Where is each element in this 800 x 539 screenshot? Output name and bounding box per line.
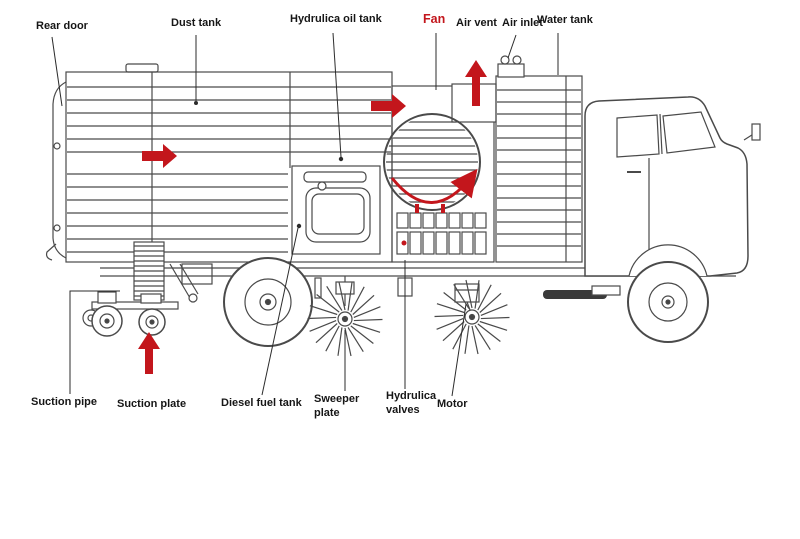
rear-door: [45, 81, 67, 261]
sweeper-brush-left: [307, 281, 383, 357]
label-diesel-fuel-tank: Diesel fuel tank: [221, 397, 302, 409]
fan-circle: [383, 113, 481, 211]
sweeper-brush-right: [434, 279, 510, 355]
label-air-inlet: Air inlet: [502, 17, 543, 29]
label-hydrulica-valves: Hydrulica valves: [386, 390, 437, 416]
label-suction-pipe: Suction pipe: [31, 396, 97, 408]
middle-wheel: [223, 257, 313, 347]
label-suction-plate: Suction plate: [117, 398, 187, 410]
suction-assembly: [82, 241, 199, 337]
airflow-arrow-to-fan: [371, 94, 406, 118]
air-inlet-device: [497, 55, 525, 78]
brush-mounts: [335, 276, 480, 311]
label-hydrulica-oil-tank: Hydrulica oil tank: [290, 13, 382, 25]
label-air-vent: Air vent: [456, 17, 497, 29]
label-motor: Motor: [437, 398, 468, 410]
airflow-arrows: [138, 60, 487, 374]
windshield: [662, 111, 716, 154]
fan-assembly: [383, 83, 497, 263]
label-sweeper-plate: Sweeper plate: [314, 393, 360, 419]
mirror: [751, 123, 761, 141]
oil-tank-compartment: [291, 165, 381, 255]
cab-step: [591, 285, 621, 296]
airflow-arrow-suction: [138, 332, 160, 374]
cab-wheel: [627, 261, 709, 343]
side-window: [616, 114, 660, 158]
airflow-arrow-air-vent: [465, 60, 487, 106]
leader-lines: [51, 32, 559, 397]
label-water-tank: Water tank: [537, 14, 593, 26]
airflow-arrow-tank: [142, 144, 177, 168]
label-dust-tank: Dust tank: [171, 17, 222, 29]
label-rear-door: Rear door: [36, 20, 88, 32]
dust-tank-body: [65, 63, 393, 263]
label-fan: Fan: [423, 12, 446, 26]
fan-rotation-arrow: [390, 168, 478, 204]
water-tank-body: [495, 75, 583, 263]
valve-block: [396, 204, 487, 255]
